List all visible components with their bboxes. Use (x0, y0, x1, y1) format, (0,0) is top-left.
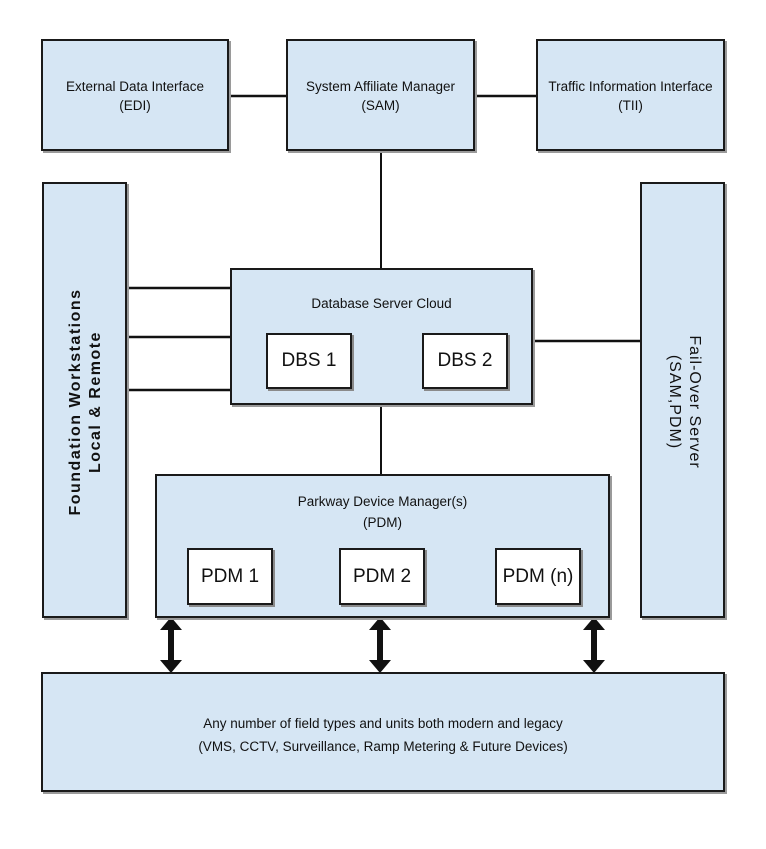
failover-label: Fail-Over Server (SAM,PDM) (664, 335, 704, 468)
tii-abbrev: (TII) (618, 98, 643, 113)
edi-abbrev: (EDI) (119, 98, 151, 113)
dbs1-box: DBS 1 (266, 333, 352, 389)
sam-title: System Affiliate Manager (305, 79, 456, 94)
tii-title: Traffic Information Interface (548, 79, 713, 94)
edi-title: External Data Interface (65, 79, 205, 94)
failover-subtitle: (SAM,PDM) (666, 354, 683, 450)
failover-title: Fail-Over Server (686, 335, 703, 469)
pdm-abbrev: (PDM) (363, 515, 402, 530)
pdm-title: Parkway Device Manager(s) (297, 494, 468, 509)
field-devices-box: Any number of field types and units both… (41, 672, 725, 792)
field-devices-list: (VMS, CCTV, Surveillance, Ramp Metering … (198, 739, 568, 754)
sam-abbrev: (SAM) (361, 98, 400, 113)
pdm-box: Parkway Device Manager(s) (PDM) PDM 1 PD… (155, 474, 610, 618)
edi-box: External Data Interface (EDI) (41, 39, 229, 151)
pdm-field-arrow-3 (583, 617, 605, 673)
dbs2-box: DBS 2 (422, 333, 508, 389)
workstations-box: Foundation Workstations Local & Remote (42, 182, 127, 618)
pdm2-box: PDM 2 (339, 548, 425, 605)
workstations-subtitle: Local & Remote (87, 331, 104, 473)
dbcloud-title: Database Server Cloud (311, 296, 452, 311)
pdmn-box: PDM (n) (495, 548, 581, 605)
workstations-title: Foundation Workstations (67, 288, 84, 516)
pdm1-box: PDM 1 (187, 548, 273, 605)
failover-box: Fail-Over Server (SAM,PDM) (640, 182, 725, 618)
pdm-field-arrow-1 (160, 617, 182, 673)
tii-box: Traffic Information Interface (TII) (536, 39, 725, 151)
field-devices-title: Any number of field types and units both… (203, 716, 563, 731)
dbcloud-box: Database Server Cloud DBS 1 DBS 2 (230, 268, 533, 405)
workstations-label: Foundation Workstations Local & Remote (66, 288, 106, 515)
sam-box: System Affiliate Manager (SAM) (286, 39, 475, 151)
pdm-field-arrow-2 (369, 617, 391, 673)
